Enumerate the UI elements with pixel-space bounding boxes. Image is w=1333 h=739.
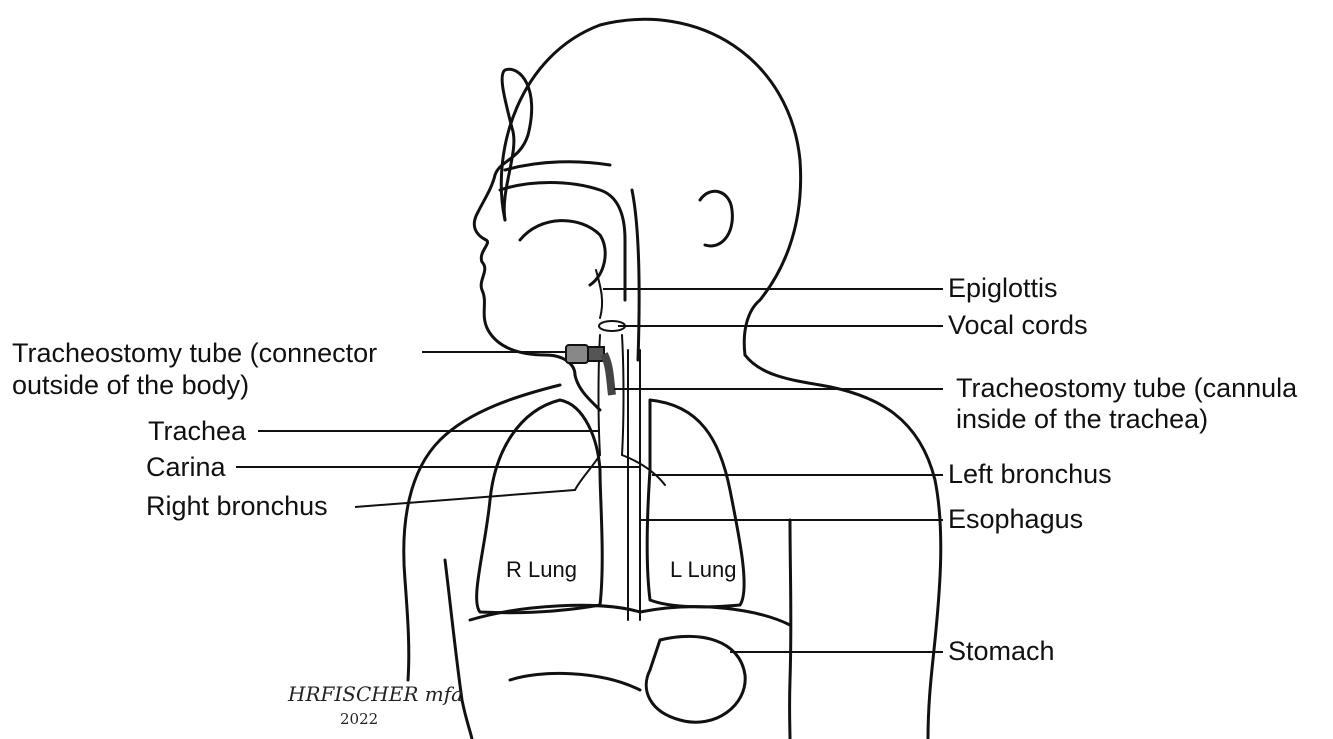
- label-trachea: Trachea: [148, 416, 246, 446]
- label-l-lung: L Lung: [670, 557, 736, 583]
- label-vocal-cords: Vocal cords: [948, 310, 1088, 340]
- head-outline: [501, 19, 800, 355]
- label-right-bronchus: Right bronchus: [146, 491, 328, 521]
- label-stomach: Stomach: [948, 636, 1055, 666]
- nasal-cavity: [505, 162, 610, 170]
- ear: [700, 191, 732, 246]
- trachea-right-wall: [622, 335, 624, 455]
- right-shoulder: [820, 385, 941, 739]
- label-carina: Carina: [146, 452, 226, 482]
- signature-year: 2022: [340, 710, 378, 728]
- stomach-shape: [646, 636, 745, 722]
- right-bronchus-shape: [575, 455, 600, 490]
- diaphragm: [470, 605, 790, 625]
- tongue-outline: [520, 221, 605, 285]
- neck-back: [745, 355, 820, 385]
- left-shoulder: [404, 385, 560, 680]
- esophagus-shape: [628, 350, 640, 620]
- face-profile: [474, 69, 575, 375]
- airway-back: [632, 190, 639, 360]
- intestine-line: [510, 673, 640, 690]
- label-epiglottis: Epiglottis: [948, 273, 1058, 303]
- artist-signature: HRFISCHER mfa: [288, 682, 463, 706]
- hard-palate: [500, 183, 625, 301]
- label-esophagus: Esophagus: [948, 504, 1083, 534]
- label-trach-tube-inside-2: inside of the trachea): [956, 404, 1208, 434]
- label-r-lung: R Lung: [506, 557, 577, 583]
- neck-front: [575, 375, 600, 410]
- label-trach-tube-outside-1: Tracheostomy tube (connector: [12, 338, 377, 368]
- torso-right: [790, 520, 791, 739]
- label-trach-tube-inside-1: Tracheostomy tube (cannula: [956, 373, 1297, 403]
- label-trach-tube-outside-2: outside of the body): [12, 370, 249, 400]
- label-left-bronchus: Left bronchus: [948, 459, 1112, 489]
- torso-left: [445, 560, 472, 739]
